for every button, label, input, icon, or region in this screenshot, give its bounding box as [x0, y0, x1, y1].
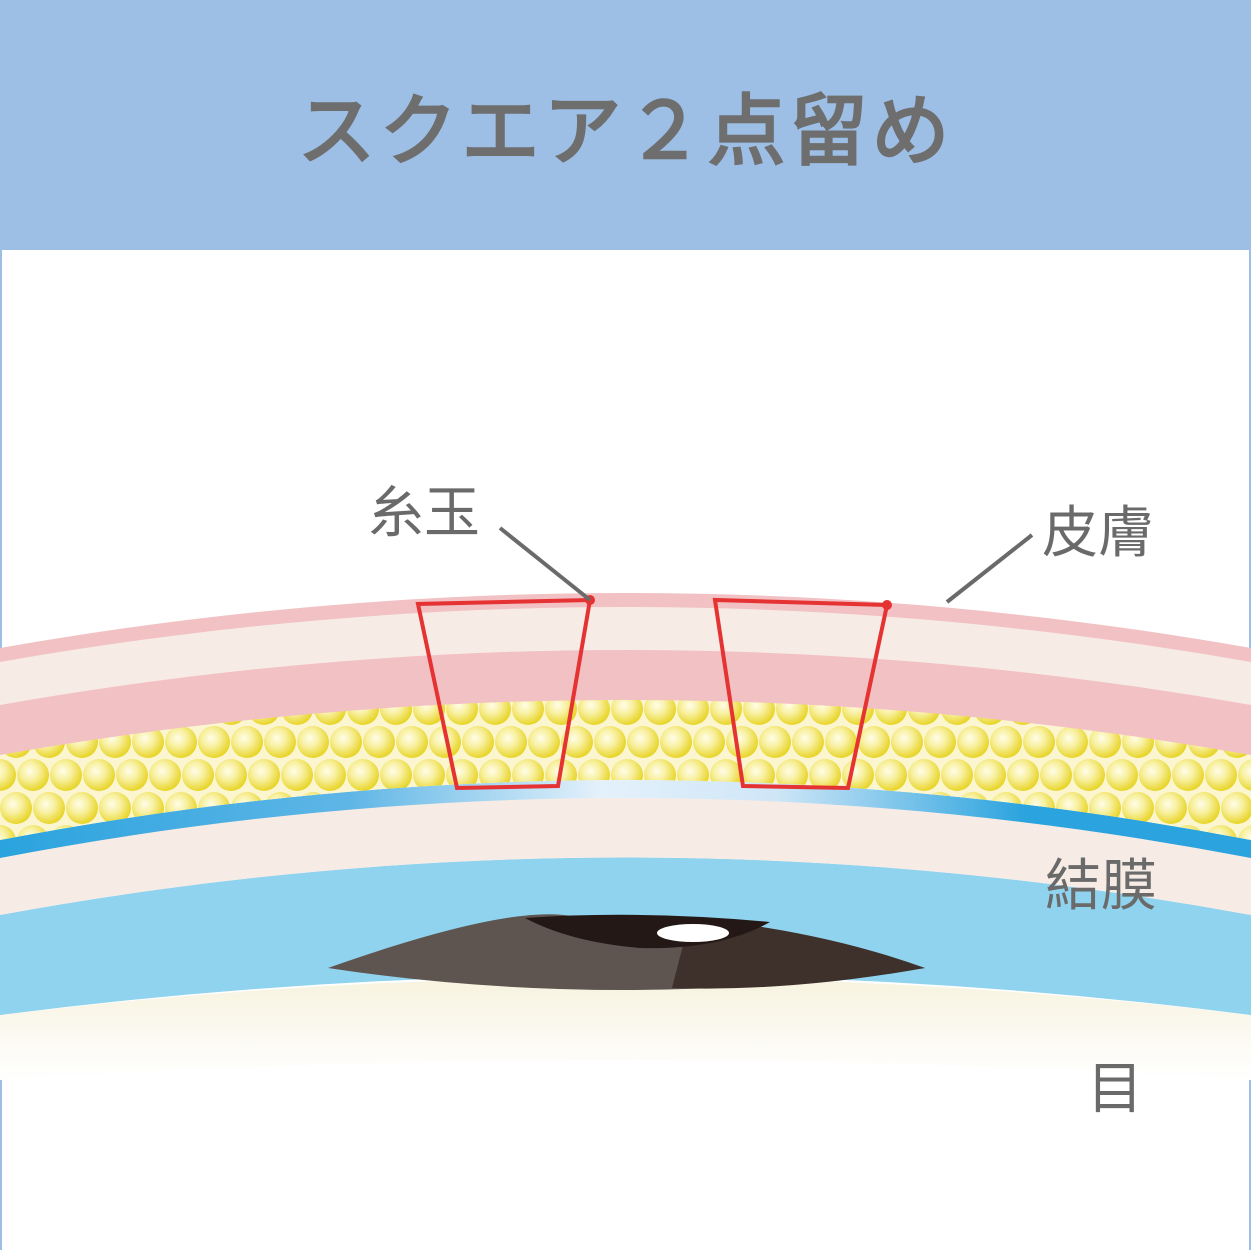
sub-tarsus-layer [0, 795, 1251, 915]
thread-loop-left [415, 597, 593, 791]
label-conjunctiva: 結膜 [1045, 854, 1157, 919]
thread-knot-right [882, 600, 892, 610]
title-banner [0, 0, 1251, 250]
skin-outer-layer [0, 593, 1251, 662]
fat-layer [0, 695, 1251, 840]
skin-middle-layer [0, 605, 1251, 705]
eyeball-layer [0, 977, 1251, 1080]
eye-highlight [657, 924, 729, 942]
diagram-title: スクエア２点留め [297, 87, 954, 177]
leader-line-thread-knot [498, 526, 592, 602]
label-eye: 目 [1087, 1057, 1143, 1122]
tarsus-line [0, 780, 1251, 858]
thread-loop-right [712, 597, 890, 791]
label-skin: 皮膚 [1042, 501, 1154, 566]
label-thread-knot: 糸玉 [368, 481, 480, 546]
skin-inner-layer [0, 645, 1251, 755]
leader-line-skin [945, 533, 1034, 604]
